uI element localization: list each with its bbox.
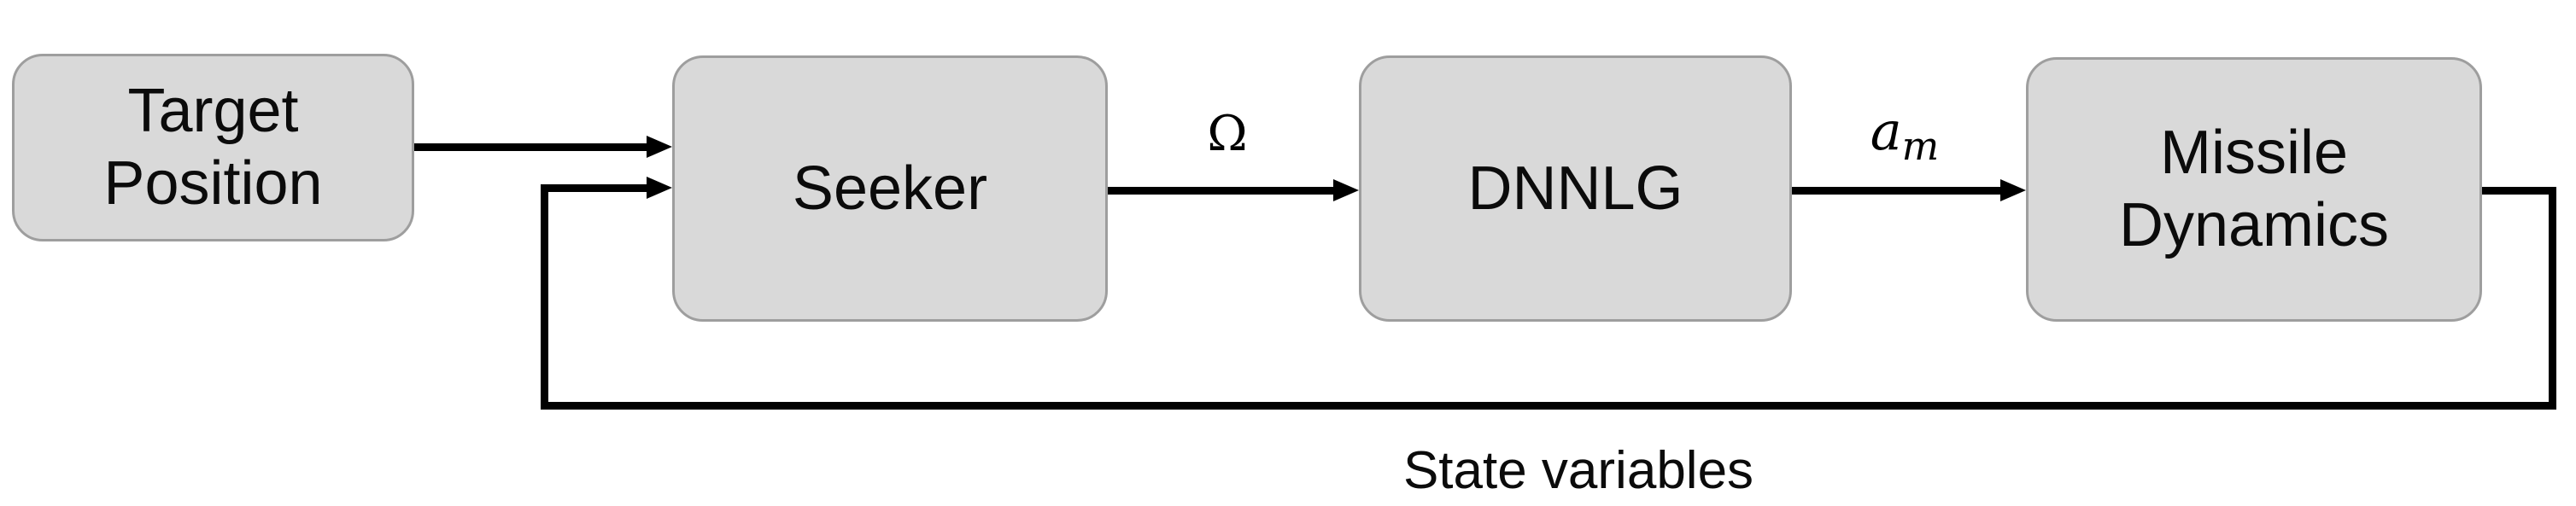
arrowhead-dnnlg-to-missile-icon — [2000, 179, 2026, 201]
feedback-line-right-vertical — [2549, 187, 2556, 410]
line-seeker-to-dnnlg — [1108, 187, 1335, 195]
node-missile-dynamics: Missile Dynamics — [2026, 57, 2482, 322]
node-target-position: Target Position — [12, 54, 414, 241]
feedback-line-into-seeker — [541, 184, 648, 192]
edge-label-am: am — [1836, 100, 1973, 166]
node-dnnlg-label: DNNLG — [1467, 154, 1683, 223]
feedback-line-left-vertical — [541, 184, 548, 410]
node-dnnlg: DNNLG — [1359, 55, 1792, 322]
edge-label-omega: Ω — [1207, 106, 1248, 162]
feedback-line-missile-out — [2482, 187, 2556, 195]
edge-label-am-base: a — [1870, 100, 1902, 162]
line-target-to-seeker — [414, 143, 648, 151]
node-target-position-label: Target Position — [103, 77, 323, 218]
feedback-line-bottom — [541, 402, 2556, 410]
arrowhead-target-to-seeker-icon — [647, 136, 672, 158]
node-seeker-label: Seeker — [792, 154, 988, 223]
edge-label-state-variables: State variables — [1402, 441, 1754, 500]
line-dnnlg-to-missile — [1792, 187, 2002, 195]
edge-label-am-subscript: m — [1901, 123, 1940, 169]
node-seeker: Seeker — [672, 55, 1108, 322]
node-missile-dynamics-label: Missile Dynamics — [2118, 119, 2390, 259]
arrowhead-feedback-to-seeker-icon — [647, 177, 672, 199]
arrowhead-seeker-to-dnnlg-icon — [1333, 179, 1359, 201]
